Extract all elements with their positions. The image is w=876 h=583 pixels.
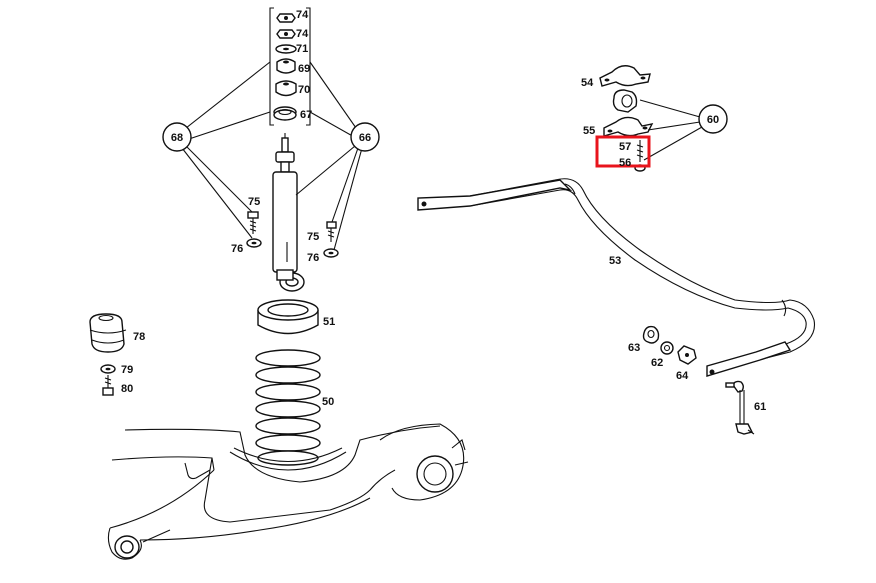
mount-parts-bracket [269, 7, 311, 126]
bump-stop-78 [89, 313, 127, 353]
buffer-67 [273, 106, 297, 121]
washer-71 [275, 44, 297, 54]
washer-62 [660, 341, 674, 355]
callout-circle-66-label: 66 [359, 132, 371, 144]
spring-pad-51 [257, 299, 319, 335]
callout-circle-60 [698, 104, 728, 134]
callout-76-left: 76 [231, 243, 243, 255]
callout-63: 63 [628, 342, 640, 354]
callout-circle-60-label: 60 [707, 114, 719, 126]
callout-80: 80 [121, 383, 133, 395]
callout-74b: 74 [296, 28, 309, 40]
bushing-69 [276, 58, 296, 74]
callout-61: 61 [754, 401, 766, 413]
callout-circle-66 [350, 122, 380, 152]
callout-55: 55 [583, 125, 595, 137]
bolt-75-right [326, 221, 337, 242]
washer-76-right [323, 248, 339, 258]
nut-74-second [276, 29, 296, 39]
leaders-60 [639, 99, 703, 161]
callout-78: 78 [133, 331, 145, 343]
washer-76-left [246, 238, 262, 248]
callout-50: 50 [322, 396, 334, 408]
callout-76-right: 76 [307, 252, 319, 264]
coil-spring-50 [255, 349, 321, 466]
washer-79 [100, 364, 116, 374]
bolt-75-left [247, 211, 259, 234]
clamp-54 [599, 65, 651, 87]
nut-64 [677, 345, 697, 365]
callout-circle-68-label: 68 [171, 132, 183, 144]
callout-75-left: 75 [248, 196, 260, 208]
leaders-66 [295, 61, 363, 251]
bushing-70 [275, 80, 297, 97]
callout-71: 71 [296, 43, 308, 55]
callout-51: 51 [323, 316, 335, 328]
callout-54: 54 [581, 77, 594, 89]
nut-74-top [276, 13, 296, 23]
callout-69: 69 [298, 63, 310, 75]
callout-70: 70 [298, 84, 310, 96]
link-rod-61 [725, 380, 755, 435]
callout-79: 79 [121, 364, 133, 376]
highlight-box-57 [595, 135, 651, 168]
callout-74a: 74 [296, 9, 309, 21]
stabilizer-bar-53 [417, 178, 816, 377]
shock-absorber [272, 133, 305, 292]
callout-53: 53 [609, 255, 621, 267]
callout-57: 57 [619, 141, 631, 153]
leaders-68 [181, 61, 271, 239]
bushing-stabilizer [612, 89, 638, 113]
lower-control-arm [107, 423, 469, 560]
bushing-63 [642, 325, 660, 344]
callout-62: 62 [651, 357, 663, 369]
clamp-55 [603, 116, 654, 137]
callout-67: 67 [300, 109, 312, 121]
callout-64: 64 [676, 370, 689, 382]
callout-56: 56 [619, 157, 631, 169]
bolt-80 [102, 375, 114, 396]
callout-circle-68 [162, 122, 192, 152]
callout-75-right: 75 [307, 231, 319, 243]
